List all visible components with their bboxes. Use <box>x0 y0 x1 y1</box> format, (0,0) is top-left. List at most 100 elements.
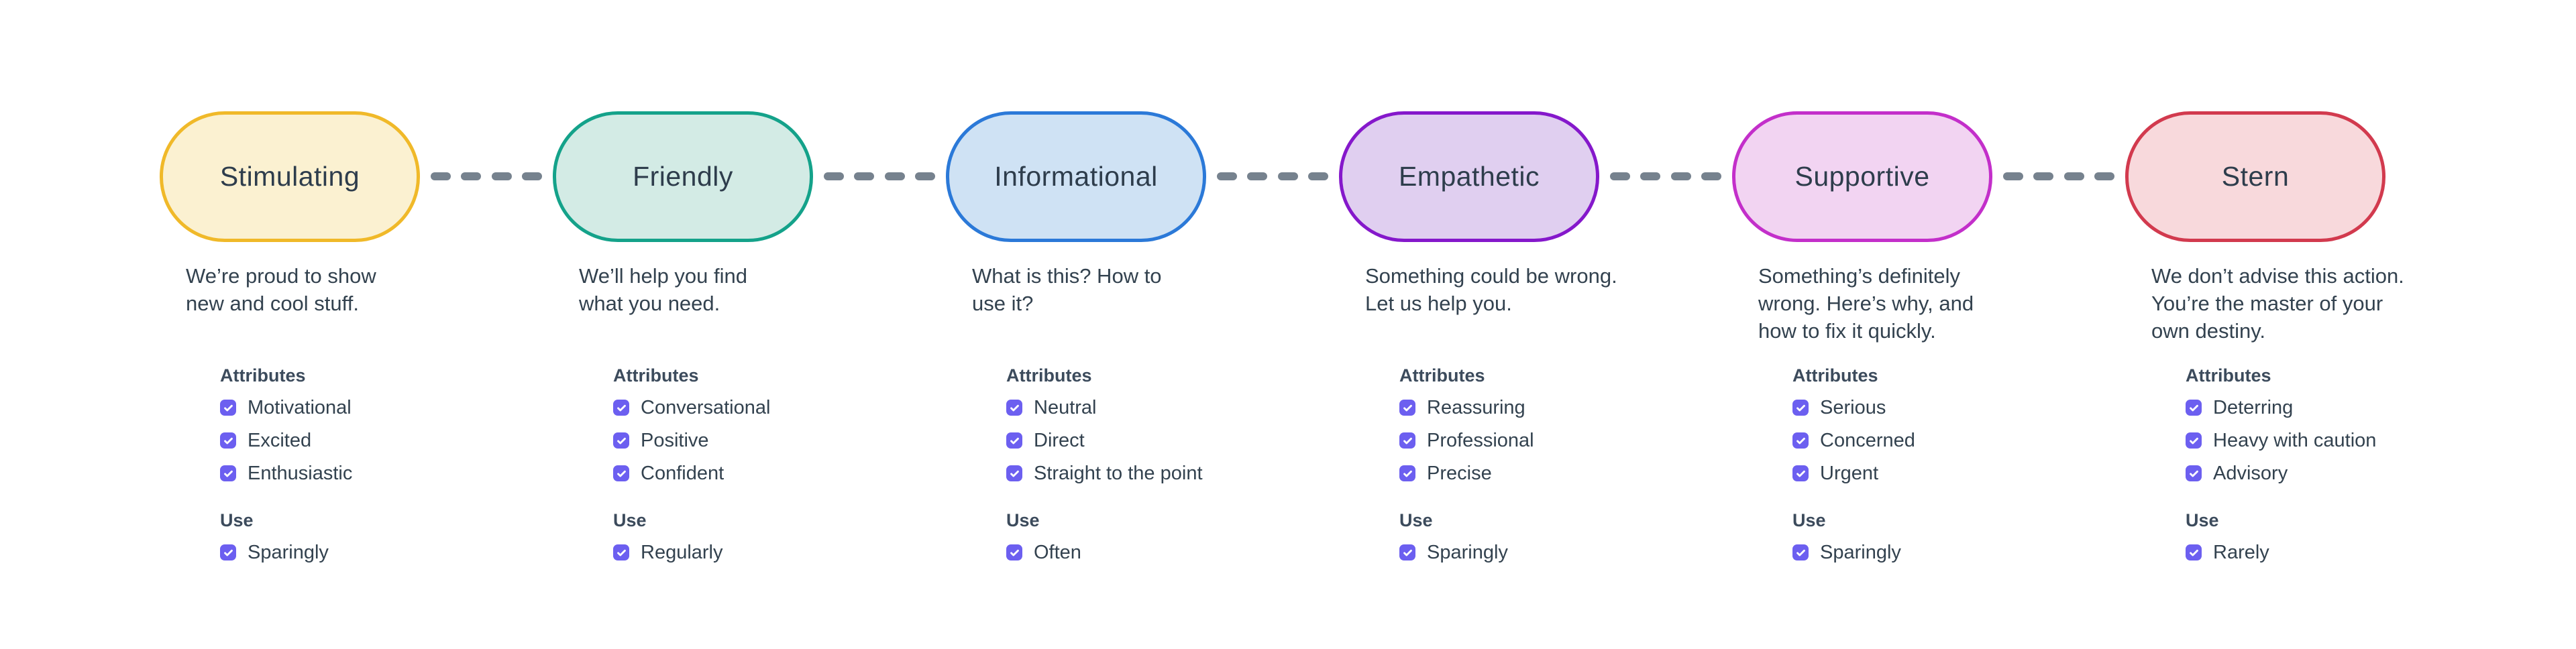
attributes-section: Attributes Neutral Direct Straight to th… <box>1006 363 1206 485</box>
use-section: Use Rarely <box>2186 508 2385 565</box>
attribute-list: Serious Concerned Urgent <box>1792 396 1992 485</box>
use-heading: Use <box>220 510 254 530</box>
dash-icon <box>1308 172 1329 180</box>
checkbox-row: Sparingly <box>220 540 420 565</box>
checkbox-row: Sparingly <box>1792 540 1992 565</box>
dash-icon <box>461 172 482 180</box>
attribute-list: Reassuring Professional Precise <box>1399 396 1599 485</box>
attributes-section: Attributes Deterring Heavy with caution … <box>2186 363 2385 485</box>
use-section: Use Sparingly <box>1792 508 1992 565</box>
checkbox-row: Straight to the point <box>1006 461 1206 485</box>
attributes-heading: Attributes <box>1006 365 1092 386</box>
checkbox-checked[interactable] <box>220 544 236 560</box>
dash-icon <box>2002 172 2023 180</box>
checkbox-checked[interactable] <box>220 400 236 416</box>
use-section: Use Regularly <box>613 508 813 565</box>
checkbox-row: Advisory <box>2186 461 2385 485</box>
tone-description: We’re proud to show new and cool stuff. <box>186 264 376 315</box>
checkbox-checked[interactable] <box>2186 432 2202 449</box>
use-heading: Use <box>2186 510 2219 530</box>
use-heading: Use <box>1006 510 1040 530</box>
use-section: Use Sparingly <box>1399 508 1599 565</box>
checkbox-checked[interactable] <box>1792 465 1809 481</box>
checkbox-label: Deterring <box>2213 397 2294 418</box>
checkbox-row: Often <box>1006 540 1206 565</box>
tone-description: Something could be wrong. Let us help yo… <box>1365 264 1617 315</box>
check-icon <box>616 549 626 556</box>
dash-icon <box>1670 172 1691 180</box>
use-list: Regularly <box>613 540 813 565</box>
use-list: Rarely <box>2186 540 2385 565</box>
attribute-list: Conversational Positive Confident <box>613 396 813 485</box>
checkbox-checked[interactable] <box>2186 544 2202 560</box>
tone-column: Supportive Something’s definitely wrong.… <box>1732 111 2115 565</box>
checkbox-checked[interactable] <box>613 544 629 560</box>
checkbox-row: Professional <box>1399 428 1599 453</box>
checkbox-label: Urgent <box>1820 463 1879 484</box>
dash-icon <box>2033 172 2054 180</box>
checkbox-checked[interactable] <box>1399 400 1415 416</box>
checkbox-label: Neutral <box>1034 397 1097 418</box>
use-heading: Use <box>1399 510 1433 530</box>
checkbox-label: Concerned <box>1820 430 1915 451</box>
check-icon <box>1403 549 1412 556</box>
checkbox-row: Excited <box>220 428 420 453</box>
use-heading: Use <box>1792 510 1826 530</box>
tone-description: We don’t advise this action. You’re the … <box>2151 264 2404 343</box>
attributes-section: Attributes Motivational Excited Enthusia… <box>220 363 420 485</box>
dash-icon <box>1216 172 1237 180</box>
checkbox-label: Conversational <box>641 397 771 418</box>
checkbox-checked[interactable] <box>1399 432 1415 449</box>
check-icon <box>1796 470 1805 477</box>
dash-icon <box>430 172 451 180</box>
dash-icon <box>522 172 543 180</box>
tone-column: Stern We don’t advise this action. You’r… <box>2125 111 2404 565</box>
checkbox-label: Rarely <box>2213 542 2269 563</box>
dash-icon <box>1701 172 1722 180</box>
checkbox-checked[interactable] <box>1399 465 1415 481</box>
checkbox-row: Heavy with caution <box>2186 428 2385 453</box>
attributes-heading: Attributes <box>1399 365 1485 386</box>
checkbox-checked[interactable] <box>613 400 629 416</box>
tone-column: Informational What is this? How to use i… <box>946 111 1329 565</box>
tone-pill: Empathetic <box>1339 111 1599 242</box>
use-list: Sparingly <box>1399 540 1599 565</box>
checkbox-checked[interactable] <box>1006 544 1022 560</box>
dash-icon <box>1277 172 1298 180</box>
checkbox-checked[interactable] <box>220 432 236 449</box>
check-icon <box>616 470 626 477</box>
checkbox-checked[interactable] <box>1006 432 1022 449</box>
checkbox-label: Confident <box>641 463 724 484</box>
checkbox-row: Motivational <box>220 396 420 420</box>
checkbox-checked[interactable] <box>1792 432 1809 449</box>
use-section: Use Sparingly <box>220 508 420 565</box>
attributes-section: Attributes Serious Concerned Urgent <box>1792 363 1992 485</box>
check-icon <box>1796 549 1805 556</box>
dash-icon <box>884 172 905 180</box>
attributes-section: Attributes Reassuring Professional Preci… <box>1399 363 1599 485</box>
attributes-heading: Attributes <box>1792 365 1878 386</box>
check-icon <box>223 549 233 556</box>
checkbox-row: Conversational <box>613 396 813 420</box>
checkbox-row: Neutral <box>1006 396 1206 420</box>
checkbox-label: Sparingly <box>248 542 329 563</box>
checkbox-checked[interactable] <box>1006 465 1022 481</box>
checkbox-checked[interactable] <box>2186 465 2202 481</box>
checkbox-checked[interactable] <box>220 465 236 481</box>
checkbox-checked[interactable] <box>1792 400 1809 416</box>
checkbox-row: Deterring <box>2186 396 2385 420</box>
tone-column: Stimulating We’re proud to show new and … <box>160 111 543 565</box>
checkbox-checked[interactable] <box>1792 544 1809 560</box>
checkbox-checked[interactable] <box>613 432 629 449</box>
checkbox-checked[interactable] <box>1006 400 1022 416</box>
dash-icon <box>823 172 844 180</box>
attribute-list: Motivational Excited Enthusiastic <box>220 396 420 485</box>
tone-name: Informational <box>994 161 1158 192</box>
checkbox-checked[interactable] <box>1399 544 1415 560</box>
tone-name: Friendly <box>633 161 733 192</box>
checkbox-checked[interactable] <box>613 465 629 481</box>
check-icon <box>1010 404 1019 411</box>
checkbox-label: Sparingly <box>1820 542 1901 563</box>
use-heading: Use <box>613 510 647 530</box>
checkbox-checked[interactable] <box>2186 400 2202 416</box>
